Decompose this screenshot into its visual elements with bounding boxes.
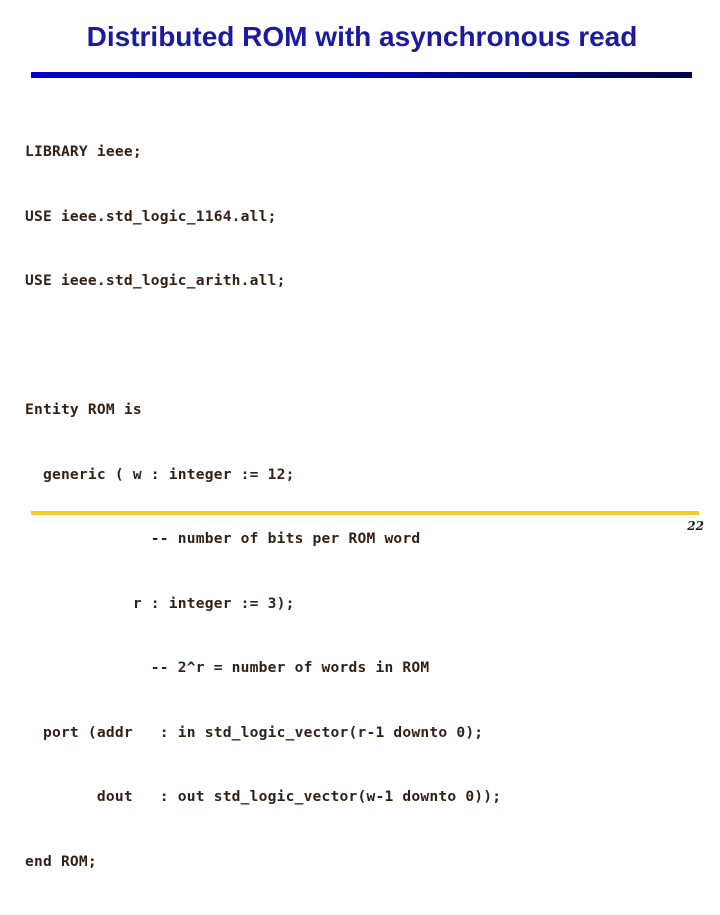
code-line: USE ieee.std_logic_1164.all;	[25, 207, 277, 225]
code-line: port (addr : in std_logic_vector(r-1 dow…	[25, 723, 484, 741]
code-line: dout : out std_logic_vector(w-1 downto 0…	[25, 788, 502, 805]
footer-divider-rule	[31, 511, 699, 515]
page-number: 22	[687, 519, 704, 533]
code-line: generic ( w : integer := 12;	[25, 465, 295, 483]
vhdl-code-block: LIBRARY ieee; USE ieee.std_logic_1164.al…	[25, 98, 705, 915]
code-line: r : integer := 3);	[25, 594, 295, 612]
code-line-blank	[25, 335, 705, 357]
code-line: LIBRARY ieee;	[25, 143, 142, 160]
code-line: end ROM;	[25, 852, 97, 870]
title-divider-rule	[31, 72, 692, 78]
code-line-comment: -- 2^r = number of words in ROM	[25, 659, 430, 676]
code-line-comment: -- number of bits per ROM word	[25, 530, 421, 547]
slide-canvas: Distributed ROM with asynchronous read L…	[25, 21, 704, 870]
code-line: Entity ROM is	[25, 401, 142, 418]
page-title: Distributed ROM with asynchronous read	[86, 21, 638, 52]
code-line: USE ieee.std_logic_arith.all;	[25, 272, 286, 289]
